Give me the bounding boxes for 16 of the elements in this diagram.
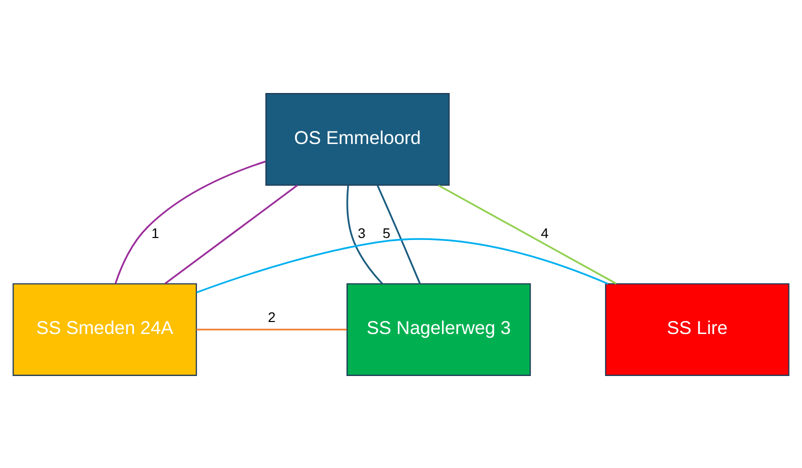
edge-label: 4 <box>540 224 549 241</box>
edge-label: 3 <box>358 224 366 241</box>
connector <box>196 328 347 330</box>
edge-label: 1 <box>151 224 160 241</box>
connector <box>164 184 298 284</box>
connector <box>196 238 608 293</box>
connector <box>376 184 421 284</box>
edge-label: 2 <box>268 308 276 325</box>
connector <box>346 184 383 284</box>
node-box: SS Lire <box>605 282 790 376</box>
connector <box>114 160 266 284</box>
node-box: OS Emmeloord <box>265 92 450 186</box>
node-box: SS Nagelerweg 3 <box>346 282 531 376</box>
edge-label: 5 <box>382 224 390 241</box>
connector <box>438 184 617 284</box>
node-box: SS Smeden 24A <box>12 282 197 376</box>
